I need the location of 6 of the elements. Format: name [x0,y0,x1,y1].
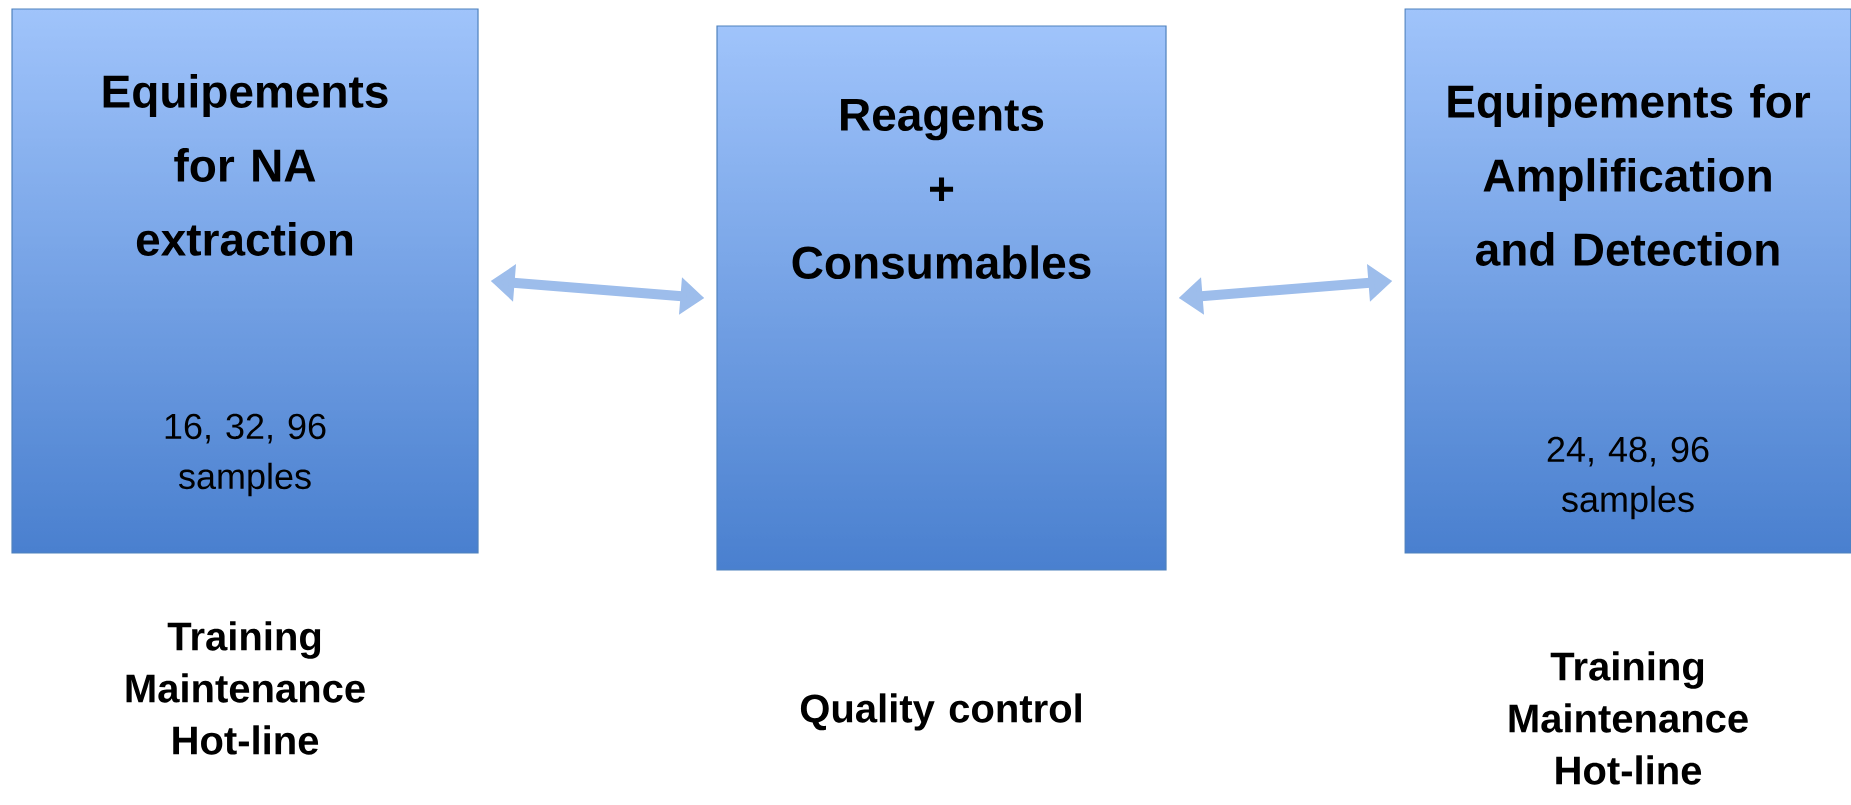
caption-text: Training Maintenance Hot-line [126,621,365,755]
process-box: Reagents + Consumables [716,25,1167,571]
process-box: Equipements for NA extraction 16, 32, 96 samples [11,8,479,554]
process-box: Equipements for Amplification and Detection 24, 48, 96 samples [1404,8,1851,554]
caption-text: Quality control [800,693,1081,731]
caption-text: Training Maintenance Hot-line [1509,651,1748,785]
